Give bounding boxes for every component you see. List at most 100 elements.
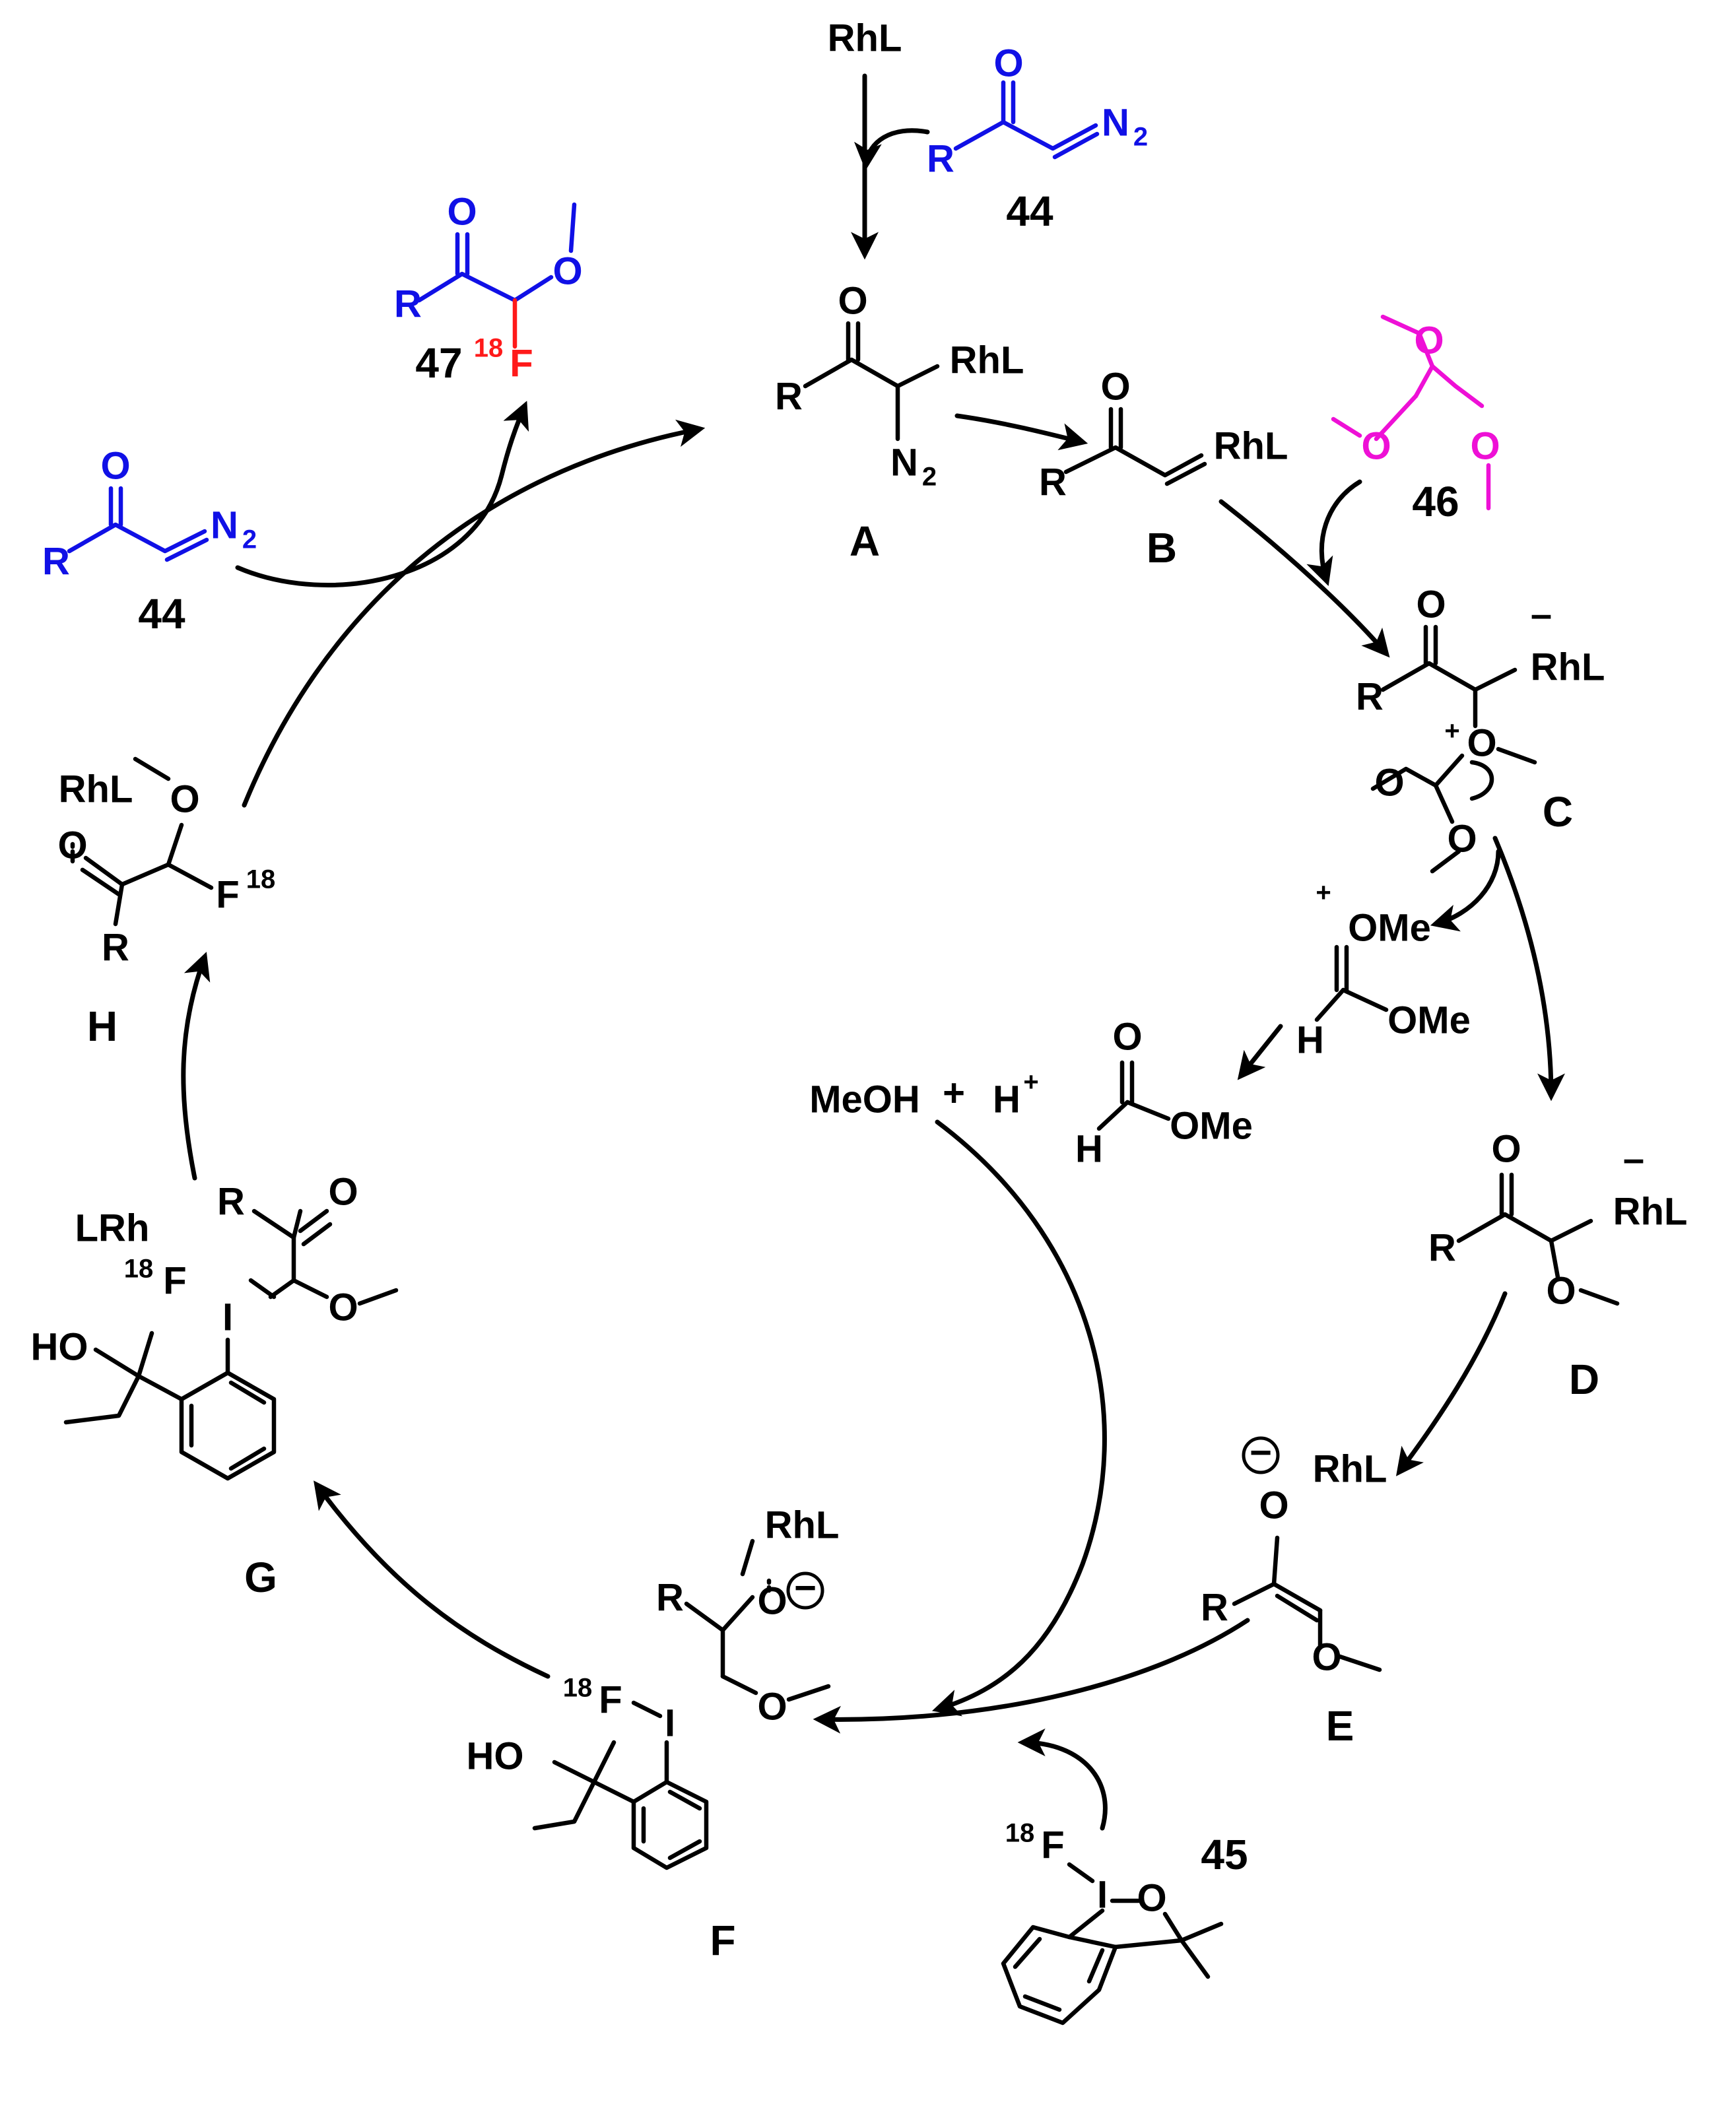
- orthoformate-46: O O O 46: [1331, 314, 1500, 525]
- C-charge-plus: +: [1444, 717, 1459, 746]
- C-o-bottom: O: [1447, 817, 1477, 860]
- proton-charge: +: [1023, 1068, 1038, 1097]
- oxocarbenium-byproduct: + OMe H OMe: [1296, 878, 1471, 1062]
- methyl-formate-o: O: [1112, 1015, 1142, 1058]
- intermediate-D: O R RhL – O D: [1428, 1127, 1687, 1403]
- 47-f-iso: 18: [474, 334, 504, 363]
- compound-label-D: D: [1569, 1356, 1599, 1403]
- compound-label-44-left: 44: [138, 590, 185, 638]
- cycle-arrows: [181, 73, 1565, 1831]
- intermediate-F: R O − RhL O 18 F I HO F: [467, 1503, 840, 1964]
- diazo-44-left-n: N: [211, 504, 238, 546]
- carbenoid-B-bonds: [1063, 407, 1207, 486]
- F-f: F: [599, 1678, 622, 1721]
- A-n-sub: 2: [922, 463, 937, 492]
- D-r: R: [1428, 1226, 1456, 1269]
- C-o-left: O: [1374, 761, 1404, 804]
- G-f-iso: 18: [124, 1255, 154, 1284]
- compound-label-F: F: [710, 1917, 735, 1964]
- B-rhl: RhL: [1214, 424, 1288, 467]
- diazo-44-left-r: R: [42, 540, 70, 583]
- G-lrh: LRh: [75, 1206, 150, 1249]
- proton-h: H: [993, 1078, 1020, 1121]
- 46-o-right: O: [1470, 424, 1500, 467]
- diazo-44-top-r: R: [927, 137, 954, 180]
- E-r: R: [1201, 1586, 1228, 1629]
- compound-label-A: A: [850, 517, 880, 565]
- methyl-formate-bonds: [1096, 1060, 1171, 1131]
- compound-label-C: C: [1543, 788, 1573, 836]
- intermediate-F-bonds: [532, 1538, 831, 1870]
- C-o-oxonium: O: [1467, 721, 1496, 764]
- compound-label-H: H: [87, 1003, 117, 1050]
- arrow-B-to-C: [1219, 499, 1390, 658]
- oxonium-ylide-C-bonds: [1370, 624, 1537, 874]
- diazoketone-44-top-bonds: [953, 80, 1100, 160]
- intermediate-G-bonds: [63, 1208, 399, 1481]
- oxocarbenium-bonds: [1314, 944, 1389, 1022]
- F-o-methoxy: O: [757, 1685, 787, 1728]
- D-o-carbonyl: O: [1491, 1127, 1521, 1170]
- rhl-catalyst-label: RhL: [828, 16, 902, 59]
- D-rhl: RhL: [1613, 1190, 1688, 1233]
- E-rhl: RhL: [1313, 1447, 1387, 1490]
- diazoketone-44-top: R O N 2 44: [927, 42, 1148, 235]
- E-o: O: [1259, 1484, 1288, 1527]
- A-n: N: [890, 441, 918, 484]
- arrow-oxocarbenium-to-formate: [1237, 1024, 1283, 1080]
- arrow-H-to-A: [242, 419, 706, 808]
- G-ho: HO: [31, 1325, 88, 1368]
- 46-o-left: O: [1361, 424, 1391, 467]
- 46-o-top: O: [1414, 319, 1444, 362]
- diazo-44-top-o: O: [993, 42, 1023, 84]
- product-47-bonds: [417, 202, 577, 303]
- F-rhl: RhL: [765, 1503, 840, 1546]
- meoh-label: MeOH: [809, 1078, 920, 1121]
- C-rhl: RhL: [1531, 645, 1605, 688]
- methyl-formate: O H OMe: [1075, 1015, 1253, 1170]
- carbenoid-B: O R RhL B: [1039, 365, 1288, 572]
- C-charge-minus: –: [1531, 593, 1552, 636]
- G-o-methoxy: O: [328, 1286, 358, 1329]
- G-o-carbonyl: O: [328, 1170, 358, 1213]
- arrow-A-to-B: [954, 413, 1088, 451]
- arrow-G-to-H: [181, 952, 211, 1181]
- compound-label-B: B: [1147, 524, 1177, 572]
- H-rhl: RhL: [59, 768, 133, 810]
- G-i: I: [222, 1296, 233, 1338]
- F-anion-circle: [786, 1571, 824, 1610]
- 47-o-methoxy: O: [552, 249, 582, 292]
- methyl-formate-h: H: [1075, 1127, 1103, 1170]
- 47-o-carbonyl: O: [447, 190, 477, 233]
- arrow-45-into-F: [1017, 1729, 1108, 1831]
- intermediate-D-bonds: [1456, 1172, 1620, 1306]
- G-r: R: [217, 1180, 245, 1223]
- oxonium-ylide-C: O R RhL – + O O O C: [1356, 583, 1605, 874]
- diazo-44-top-n: N: [1102, 101, 1129, 144]
- E-anion-circle: [1242, 1436, 1280, 1474]
- B-r: R: [1039, 461, 1067, 504]
- arrow-F-to-G: [314, 1480, 551, 1679]
- arrow-E-to-F: [813, 1618, 1250, 1734]
- 45-i: I: [1097, 1873, 1108, 1916]
- 45-o: O: [1137, 1876, 1166, 1919]
- E-anion-sign: −: [1250, 1431, 1272, 1474]
- methanol-proton: MeOH + H +: [809, 1068, 1038, 1121]
- diazo-44-left-o: O: [100, 444, 130, 487]
- F-f-iso: 18: [563, 1674, 593, 1703]
- arrow-C-release: [1430, 849, 1501, 932]
- H-o-methoxy: O: [170, 777, 199, 820]
- intermediate-G: R O LRh 18 F I O HO G: [31, 1170, 399, 1601]
- arrow-46-to-C: [1306, 479, 1362, 586]
- enolate-E-bonds: [1232, 1535, 1382, 1672]
- G-f: F: [163, 1259, 186, 1302]
- product-47: R O O 47 18 F: [394, 190, 583, 387]
- intermediate-A-bonds: [803, 321, 940, 442]
- compound-label-45: 45: [1201, 1831, 1248, 1878]
- oxocarbenium-ome-right: OMe: [1387, 999, 1471, 1041]
- enolate-E: − O RhL R O E: [1201, 1431, 1387, 1750]
- fluoroiodane-45-bonds: [1001, 1862, 1224, 2026]
- C-o-carbonyl: O: [1416, 583, 1446, 626]
- F-anion-sign: −: [794, 1566, 817, 1609]
